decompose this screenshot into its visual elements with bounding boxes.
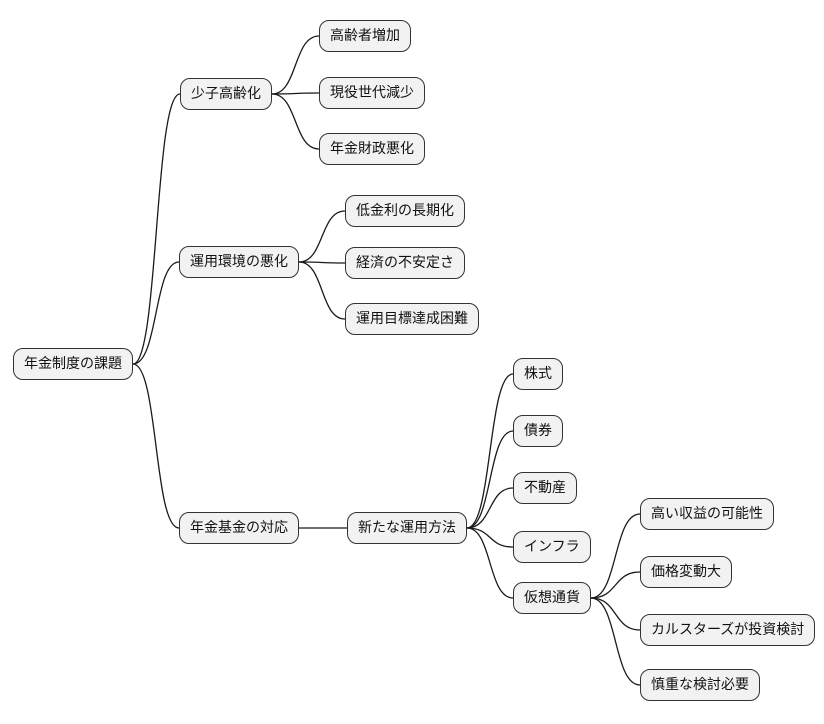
node-working-generation-decrease: 現役世代減少 [319, 77, 425, 109]
node-calstrs-considering-investment: カルスターズが投資検討 [640, 614, 816, 646]
node-declining-birthrate-aging: 少子高齢化 [180, 78, 272, 110]
node-pension-fund-response: 年金基金の対応 [179, 512, 299, 544]
edge-newmethods-stocks [466, 373, 514, 529]
node-pension-system-issues: 年金制度の課題 [13, 348, 133, 380]
node-careful-consideration-needed: 慎重な検討必要 [640, 669, 760, 701]
node-economic-instability: 経済の不安定さ [345, 247, 465, 279]
node-bonds: 債券 [513, 415, 563, 447]
node-investment-environment-deterioration: 運用環境の悪化 [179, 246, 299, 278]
edge-crypto-highreturn [590, 513, 641, 599]
node-stocks: 株式 [513, 358, 563, 390]
edge-newmethods-realestate [466, 487, 514, 529]
node-elderly-increase: 高齢者増加 [319, 20, 411, 52]
edge-env-economy [298, 261, 346, 264]
edge-newmethods-crypto [466, 527, 514, 599]
edge-env-target [298, 261, 346, 320]
edge-root-env [132, 261, 180, 365]
edge-newmethods-infra [466, 527, 514, 548]
node-high-return-potential: 高い収益の可能性 [640, 498, 774, 530]
node-new-investment-methods: 新たな運用方法 [347, 512, 467, 544]
edge-aging-working [271, 92, 320, 95]
edge-aging-finance [271, 93, 320, 150]
node-real-estate: 不動産 [513, 472, 577, 504]
edge-crypto-volatility [590, 571, 641, 599]
node-cryptocurrency: 仮想通貨 [513, 582, 591, 614]
edge-crypto-calstrs [590, 597, 641, 631]
edge-crypto-careful [590, 597, 641, 686]
edge-newmethods-bonds [466, 430, 514, 529]
node-pension-finance-deterioration: 年金財政悪化 [319, 133, 425, 165]
edge-root-response [132, 363, 180, 529]
node-investment-target-difficulty: 運用目標達成困難 [345, 303, 479, 335]
node-price-volatility: 価格変動大 [640, 556, 732, 588]
edge-aging-elderly [271, 35, 320, 95]
edge-env-lowinterest [298, 210, 346, 263]
node-infrastructure: インフラ [513, 531, 591, 563]
node-prolonged-low-interest: 低金利の長期化 [345, 195, 465, 227]
edge-root-aging [132, 93, 181, 365]
